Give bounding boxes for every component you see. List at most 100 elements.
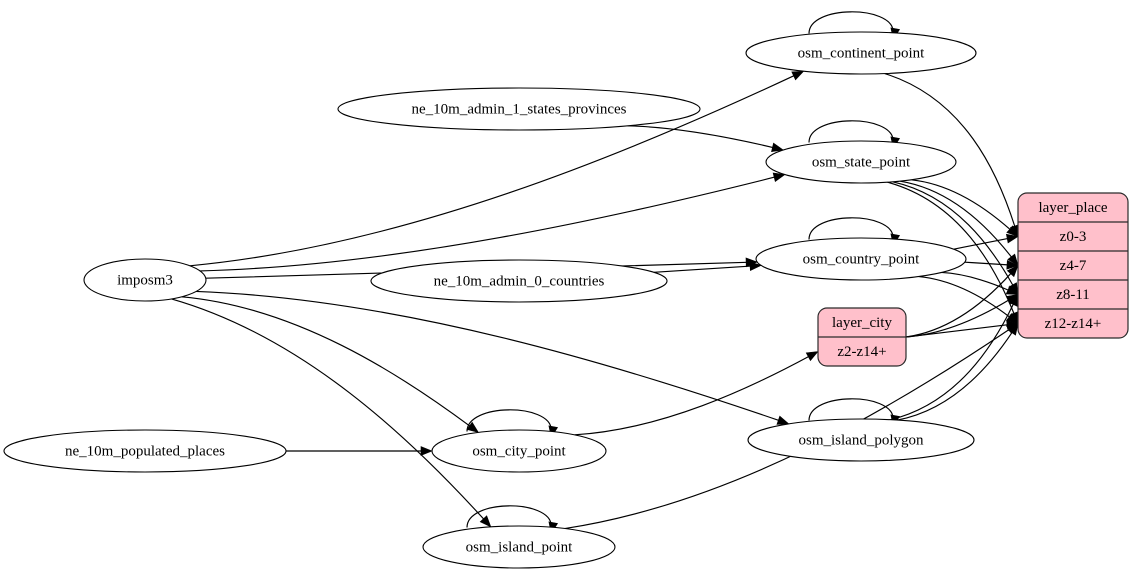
edge-path xyxy=(574,355,810,436)
edge-osm_island_polygon-to-layer_place.z12-z14+ xyxy=(897,322,1019,421)
node-ne_states[interactable]: ne_10m_admin_1_states_provinces xyxy=(337,87,701,131)
edge-path xyxy=(905,324,1009,338)
edge-arrowhead xyxy=(805,351,819,362)
edge-path xyxy=(890,303,1015,421)
node-label: osm_city_point xyxy=(472,443,566,459)
record-row-label[interactable]: z8-11 xyxy=(1056,287,1090,303)
node-shape-ellipse[interactable] xyxy=(755,237,967,281)
edge-arrowhead xyxy=(1006,264,1019,278)
edge-path xyxy=(884,72,1016,228)
edge-arrowhead xyxy=(1006,259,1019,270)
edge-ne_states-to-osm_state_point xyxy=(627,125,784,153)
node-layer: imposm3 ne_10m_admin_1_states_provincesne… xyxy=(3,31,1129,569)
node-shape-ellipse[interactable] xyxy=(422,525,616,569)
node-label: osm_continent_point xyxy=(798,45,925,61)
node-osm_continent_point[interactable]: osm_continent_point xyxy=(745,31,977,75)
edge-arrowhead xyxy=(1005,323,1019,334)
edge-arrowhead xyxy=(479,515,492,528)
node-label: osm_state_point xyxy=(812,154,911,170)
edge-path xyxy=(653,265,752,273)
record-header-label[interactable]: layer_city xyxy=(832,315,892,331)
edge-imposm3-to-osm_island_point xyxy=(171,298,492,528)
edge-imposm3-to-osm_city_point xyxy=(181,296,480,433)
edge-arrowhead xyxy=(420,446,433,456)
edge-arrowhead xyxy=(772,172,786,183)
record-row-label[interactable]: z2-z14+ xyxy=(837,344,886,360)
node-shape-ellipse[interactable] xyxy=(745,31,977,75)
edge-layer xyxy=(171,11,1020,535)
node-label: ne_10m_populated_places xyxy=(65,443,225,459)
node-shape-ellipse[interactable] xyxy=(431,429,607,473)
edge-path xyxy=(466,505,552,528)
record-row-label[interactable]: z0-3 xyxy=(1060,229,1087,245)
edge-osm_country_point-to-layer_place.z12-z14+ xyxy=(918,275,1019,324)
record-row-label[interactable]: z4-7 xyxy=(1060,258,1087,274)
edge-path xyxy=(808,398,894,421)
node-shape-ellipse[interactable] xyxy=(765,140,957,184)
node-imposm3[interactable]: imposm3 xyxy=(83,258,207,302)
node-osm_country_point[interactable]: osm_country_point xyxy=(755,237,967,281)
edge-osm_state_point-to-layer_place.z0-3 xyxy=(911,179,1019,238)
node-label: osm_island_point xyxy=(466,539,574,555)
node-shape-ellipse[interactable] xyxy=(747,418,975,462)
edge-arrowhead xyxy=(1007,253,1019,267)
edge-osm_city_point-to-layer_city.z2-z14+ xyxy=(574,351,819,436)
node-shape-ellipse[interactable] xyxy=(83,258,207,302)
record-node-layer_city[interactable]: layer_city z2-z14+ xyxy=(817,307,907,367)
edge-osm_state_point-to-layer_place.z4-7 xyxy=(900,180,1019,267)
node-osm_island_point[interactable]: osm_island_point xyxy=(422,525,616,569)
node-osm_city_point[interactable]: osm_city_point xyxy=(431,429,607,473)
node-shape-ellipse[interactable] xyxy=(3,429,287,473)
edge-arrowhead xyxy=(1005,285,1019,295)
edge-path xyxy=(897,331,1013,421)
edge-ne_countries-to-osm_country_point xyxy=(653,261,762,273)
node-shape-ellipse[interactable] xyxy=(337,87,701,131)
edge-imposm3-to-osm_continent_point xyxy=(189,70,805,267)
node-label: ne_10m_admin_1_states_provinces xyxy=(412,101,627,117)
node-shape-ellipse[interactable] xyxy=(370,259,668,303)
edge-ne_populated-to-osm_city_point xyxy=(285,446,433,456)
node-label: osm_island_polygon xyxy=(798,432,924,448)
node-osm_state_point[interactable]: osm_state_point xyxy=(765,140,957,184)
edge-osm_country_point-to-layer_place.z4-7 xyxy=(964,259,1019,270)
edge-path xyxy=(181,296,471,427)
edge-arrowhead xyxy=(1006,225,1019,238)
node-ne_countries[interactable]: ne_10m_admin_0_countries xyxy=(370,259,668,303)
edge-path xyxy=(892,181,1014,287)
edge-arrowhead xyxy=(1005,233,1019,244)
edge-imposm3-to-osm_island_polygon xyxy=(196,290,790,425)
edge-path xyxy=(808,11,894,34)
edge-arrowhead xyxy=(466,421,480,433)
edge-layer_city-to-layer_place.z4-7 xyxy=(905,264,1019,338)
edge-osm_country_point-to-layer_place.z8-11 xyxy=(941,271,1019,295)
edge-path xyxy=(808,120,894,143)
edge-path xyxy=(918,275,1011,318)
edge-path xyxy=(466,409,552,432)
node-label: ne_10m_admin_0_countries xyxy=(434,273,605,289)
edge-osm_country_point-to-layer_place.z0-3 xyxy=(953,233,1019,250)
edge-arrowhead xyxy=(776,415,790,425)
record-row-label[interactable]: z12-z14+ xyxy=(1045,316,1102,332)
edge-path xyxy=(964,261,1009,266)
edge-path xyxy=(941,271,1010,291)
edge-path xyxy=(200,176,776,272)
edge-imposm3-to-osm_state_point xyxy=(200,172,786,272)
edge-osm_island_polygon-to-layer_place.z8-11 xyxy=(890,293,1019,421)
node-ne_populated[interactable]: ne_10m_populated_places xyxy=(3,429,287,473)
edge-path xyxy=(953,237,1009,250)
edge-path xyxy=(905,272,1012,338)
node-osm_island_polygon[interactable]: osm_island_polygon xyxy=(747,418,975,462)
edge-arrowhead xyxy=(771,142,784,153)
edge-arrowhead xyxy=(791,70,805,81)
node-label: osm_country_point xyxy=(803,251,920,267)
edge-path xyxy=(808,217,894,240)
record-header-label[interactable]: layer_place xyxy=(1038,200,1107,216)
node-label: imposm3 xyxy=(117,272,173,288)
edge-path xyxy=(887,181,1015,315)
edge-path xyxy=(627,125,774,149)
edge-arrowhead xyxy=(749,261,762,271)
record-node-background[interactable] xyxy=(1017,192,1129,339)
record-node-layer_place[interactable]: layer_place z0-3 z4-7 z8-11 z12-z14+ xyxy=(1017,192,1129,339)
